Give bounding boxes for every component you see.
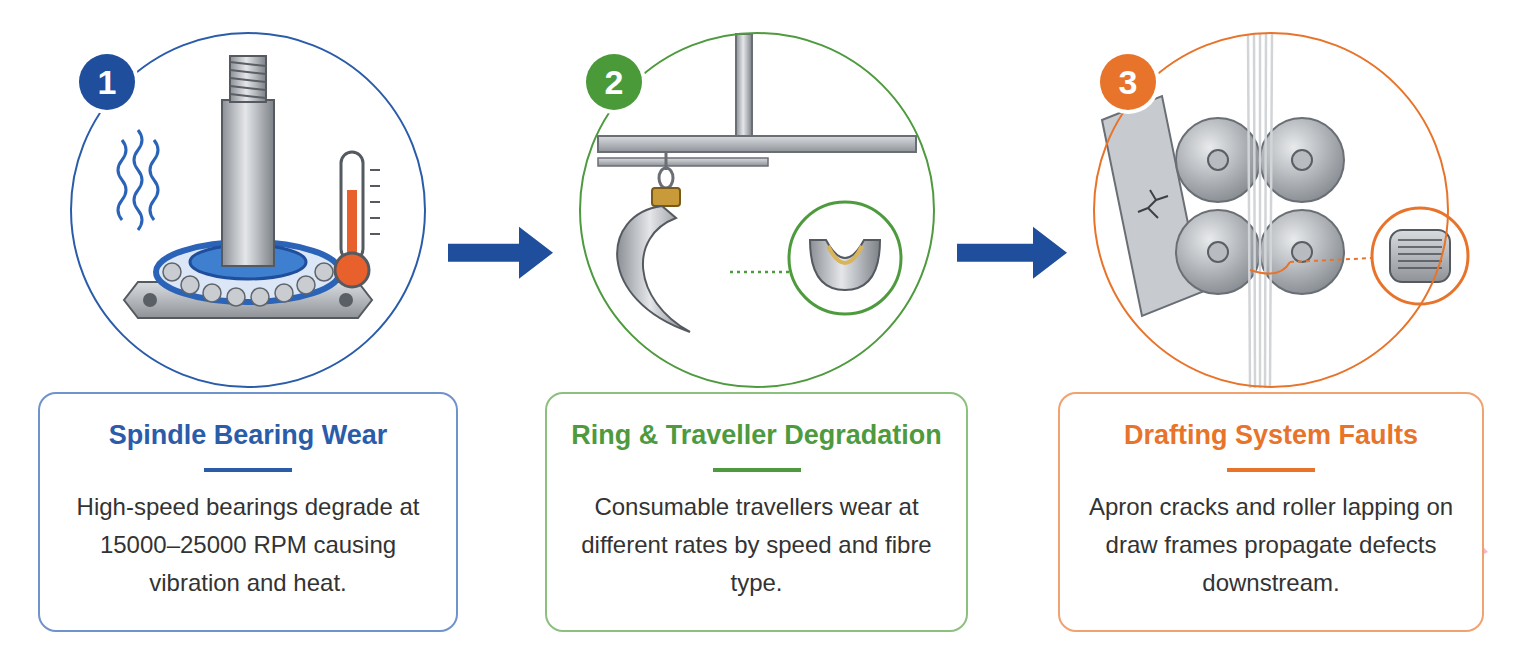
- description-card: Ring & Traveller DegradationConsumable t…: [545, 392, 968, 632]
- step-number: 2: [586, 54, 642, 110]
- card-heading: Ring & Traveller Degradation: [571, 418, 942, 452]
- description-card: Spindle Bearing WearHigh-speed bearings …: [38, 392, 458, 632]
- heading-underline: [713, 468, 801, 472]
- card-body: Apron cracks and roller lapping on draw …: [1086, 488, 1456, 602]
- step-circle: 1: [70, 32, 426, 388]
- card-heading: Spindle Bearing Wear: [109, 418, 388, 452]
- flow-arrow: [957, 227, 1067, 279]
- step-number: 1: [79, 54, 135, 110]
- step-circle: 3: [1093, 32, 1449, 388]
- spindle-illustration: [118, 56, 380, 318]
- heading-underline: [204, 468, 292, 472]
- description-card: Drafting System FaultsApron cracks and r…: [1058, 392, 1484, 632]
- drafting-illustration: [1102, 34, 1468, 388]
- card-heading: Drafting System Faults: [1124, 418, 1418, 452]
- step-number: 3: [1100, 54, 1156, 110]
- flow-arrow: [448, 227, 553, 279]
- card-body: Consumable travellers wear at different …: [572, 488, 942, 602]
- card-body: High-speed bearings degrade at 15000–250…: [63, 488, 433, 602]
- traveller-illustration: [598, 34, 916, 332]
- step-circle: 2: [579, 32, 935, 388]
- heading-underline: [1227, 468, 1315, 472]
